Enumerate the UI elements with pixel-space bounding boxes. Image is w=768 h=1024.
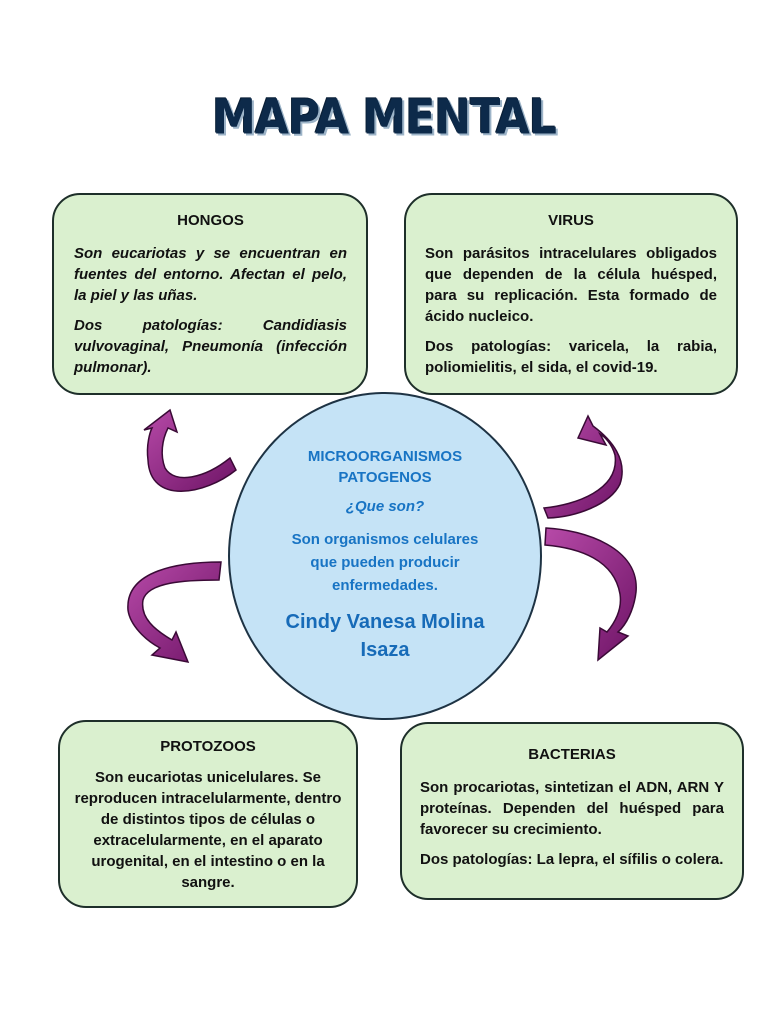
center-heading-line2: PATOGENOS xyxy=(338,469,432,486)
arrow-to-protozoos xyxy=(127,561,222,663)
center-answer-line2: que pueden producir xyxy=(310,554,460,571)
hongos-heading: HONGOS xyxy=(177,212,244,229)
virus-box: VIRUS Son parásitos intracelulares oblig… xyxy=(404,193,738,395)
center-heading-line1: MICROORGANISMOS xyxy=(307,448,463,465)
virus-heading: VIRUS xyxy=(548,212,594,229)
center-answer-line1: Son organismos celulares xyxy=(291,531,479,548)
author-name-line2: Isaza xyxy=(360,639,410,661)
hongos-description: Son eucariotas y se encuentran en fuente… xyxy=(74,245,347,304)
hongos-box: HONGOS Son eucariotas y se encuentran en… xyxy=(52,193,368,395)
arrow-to-bacterias xyxy=(544,527,637,662)
bacterias-box: BACTERIAS Son procariotas, sintetizan el… xyxy=(400,722,744,900)
virus-description: Son parásitos intracelulares obligados q… xyxy=(425,245,717,325)
arrow-to-hongos xyxy=(143,408,237,492)
arrow-to-virus xyxy=(542,414,623,519)
bacterias-heading: BACTERIAS xyxy=(528,746,616,763)
page-title: MAPA MENTAL xyxy=(212,89,557,146)
author-name: Cindy Vanesa Molina Isaza xyxy=(230,608,540,664)
bacterias-description: Son procariotas, sintetizan el ADN, ARN … xyxy=(420,779,724,838)
bacterias-pathologies: Dos patologías: La lepra, el sífilis o c… xyxy=(420,851,724,868)
hongos-pathologies: Dos patologías: Candidiasis vulvovaginal… xyxy=(74,317,347,376)
center-answer: Son organismos celulares que pueden prod… xyxy=(230,528,540,597)
protozoos-heading: PROTOZOOS xyxy=(160,738,256,755)
center-question: ¿Que son? xyxy=(345,498,425,515)
virus-pathologies: Dos patologías: varicela, la rabia, poli… xyxy=(425,338,717,376)
center-answer-line3: enfermedades. xyxy=(332,577,438,594)
center-heading: MICROORGANISMOS PATOGENOS xyxy=(230,446,540,488)
author-name-line1: Cindy Vanesa Molina xyxy=(285,611,485,633)
protozoos-box: PROTOZOOS Son eucariotas unicelulares. S… xyxy=(58,720,358,908)
protozoos-description: Son eucariotas unicelulares. Se reproduc… xyxy=(74,769,342,891)
center-circle: MICROORGANISMOS PATOGENOS ¿Que son? Son … xyxy=(228,392,542,720)
